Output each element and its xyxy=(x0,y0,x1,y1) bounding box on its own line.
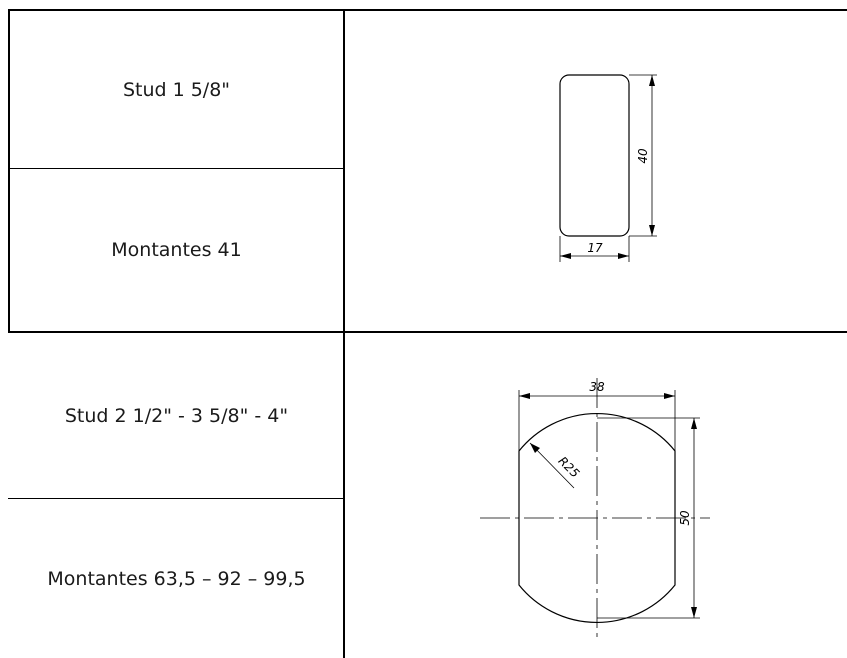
height-dimension-text: 50 xyxy=(678,510,692,526)
truncated-circle-drawing: 38 50 R25 xyxy=(480,378,710,640)
table-left-border xyxy=(8,9,10,332)
label-stud-1-5-8: Stud 1 5/8" xyxy=(122,78,231,101)
profile-outline xyxy=(518,412,676,624)
width-dimension-text: 17 xyxy=(587,241,603,255)
label-divider-row2 xyxy=(8,498,343,499)
width-arrow-right xyxy=(664,393,675,399)
table-top-border xyxy=(8,9,847,11)
label-montantes-41: Montantes 41 xyxy=(111,239,242,261)
radius-arrow xyxy=(530,443,540,453)
height-dimension-text: 40 xyxy=(636,148,650,164)
height-arrow-top xyxy=(649,75,655,86)
width-dimension-text: 38 xyxy=(589,380,605,394)
width-arrow-left xyxy=(519,393,530,399)
width-arrow-left xyxy=(560,253,571,259)
width-arrow-right xyxy=(618,253,629,259)
label-stud-2-1-2: Stud 2 1/2" - 3 5/8" - 4" xyxy=(64,404,289,427)
label-montantes-63-5: Montantes 63,5 – 92 – 99,5 xyxy=(47,567,306,590)
height-arrow-bottom xyxy=(649,225,655,236)
height-arrow-bottom xyxy=(691,607,697,618)
label-divider-row1 xyxy=(8,168,343,169)
rounded-rectangle-drawing: 40 17 xyxy=(559,74,657,262)
column-divider xyxy=(343,9,345,658)
height-arrow-top xyxy=(691,418,697,429)
row-divider xyxy=(8,331,847,333)
profile-outline xyxy=(559,74,630,237)
radius-dimension-text: R25 xyxy=(556,454,583,481)
